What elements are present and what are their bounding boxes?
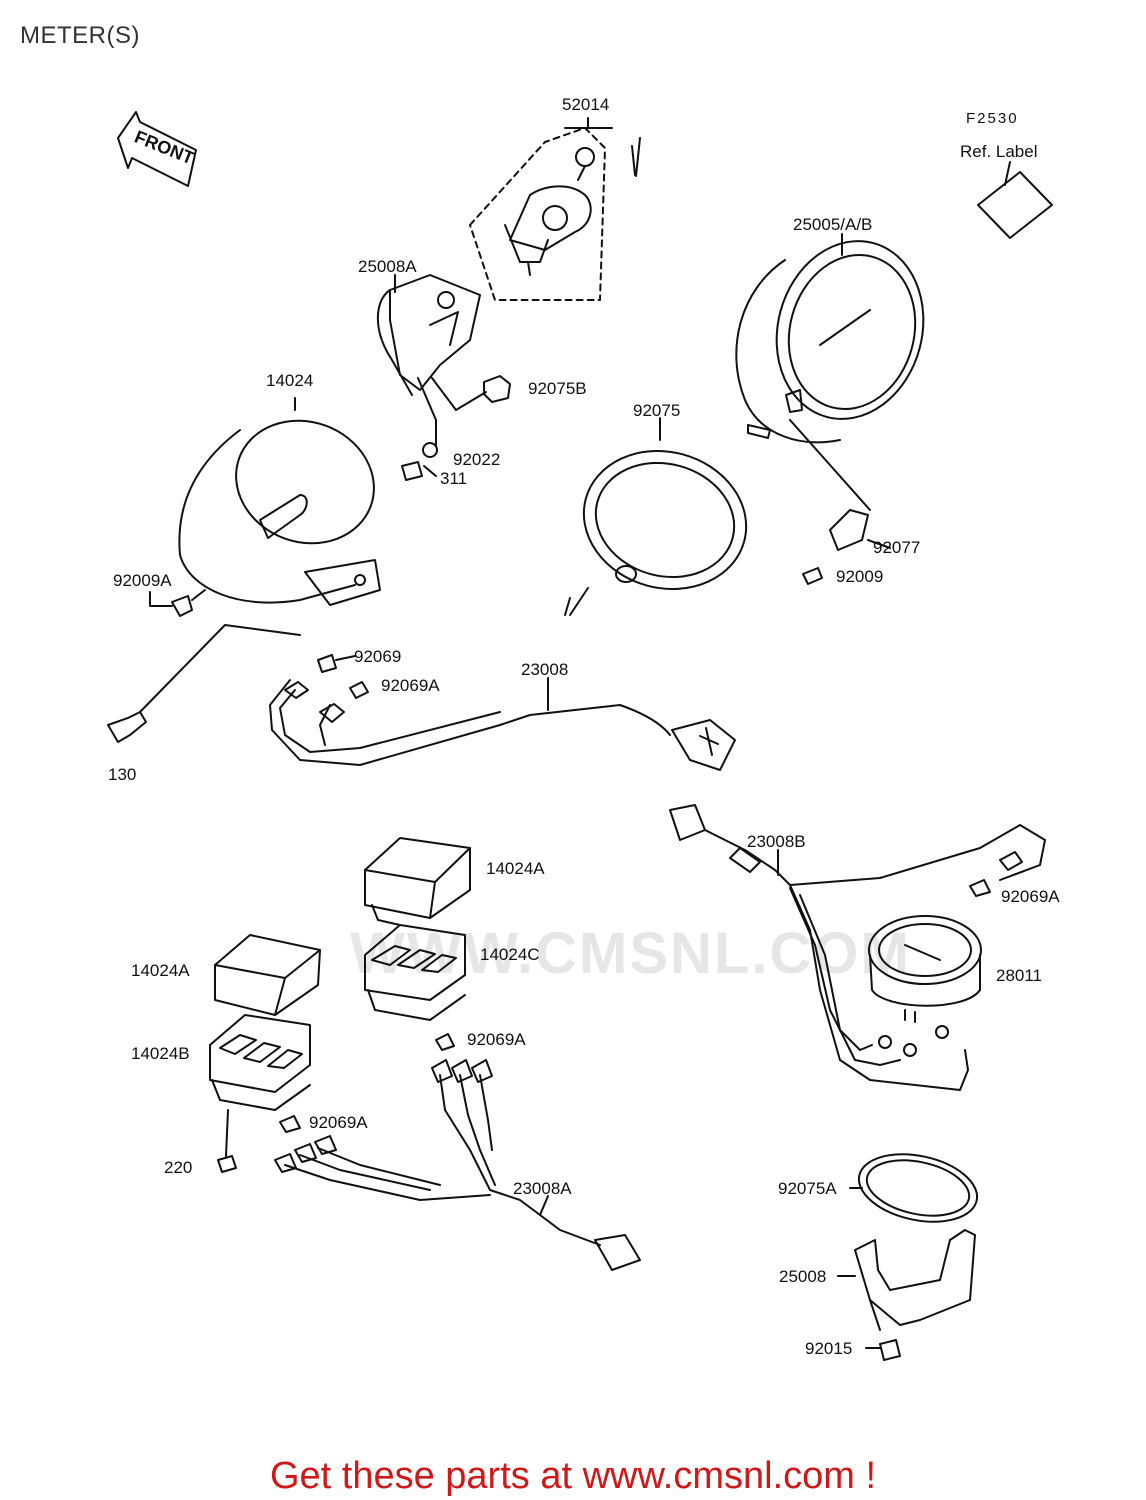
parts-diagram: FRONT [107,111,1053,1361]
bolt-130-icon [107,711,147,743]
bracket-25008-icon [854,1229,976,1331]
part-92069A-low[interactable]: 92069A [309,1113,368,1132]
meter-cover-14024-icon [178,419,381,606]
ref-label-text: Ref. Label [960,142,1038,161]
indicator-14024A-left-icon [214,934,321,1016]
indicator-14024C-icon [364,924,466,1021]
bulb-92069-icon [317,654,337,673]
part-311[interactable]: 311 [440,469,468,488]
harness-23008B-icon [669,804,1046,1091]
harness-23008A-icon [274,1059,641,1271]
bracket-25008A-icon [376,274,481,396]
indicator-14024B-icon [209,1014,311,1111]
indicator-14024A-right-icon [364,837,471,926]
part-92077[interactable]: 92077 [873,538,921,557]
ref-label-icon [977,171,1053,239]
part-14024B[interactable]: 14024B [131,1044,190,1063]
part-28011[interactable]: 28011 [996,966,1043,985]
screw-92009-icon [802,567,823,585]
part-92009[interactable]: 92009 [836,567,884,586]
part-25008A[interactable]: 25008A [358,257,417,276]
part-92022[interactable]: 92022 [453,450,501,469]
part-92075B[interactable]: 92075B [528,379,587,398]
leader-92022 [417,377,437,446]
part-14024[interactable]: 14024 [266,371,314,390]
part-130[interactable]: 130 [108,765,137,784]
part-220[interactable]: 220 [164,1158,193,1177]
part-23008[interactable]: 23008 [521,660,569,679]
terminal-icon [903,1043,917,1057]
page-title: METER(S) [20,22,140,49]
leader-52014 [564,117,613,129]
screw-220-icon [217,1155,237,1173]
part-92075[interactable]: 92075 [633,401,681,420]
front-arrow-icon: FRONT [117,111,197,187]
speed-sensor-icon [504,147,595,276]
part-92015[interactable]: 92015 [805,1339,853,1358]
footer-link[interactable]: Get these parts at www.cmsnl.com ! [269,1455,877,1497]
part-92069A-right[interactable]: 92069A [1001,887,1060,906]
leader-92077 [789,419,871,511]
part-52014[interactable]: 52014 [562,95,610,114]
part-23008B[interactable]: 23008B [747,832,806,851]
part-92069A-top[interactable]: 92069A [381,676,440,695]
speedometer-icon [735,240,925,444]
part-25005AB[interactable]: 25005/A/B [793,215,873,234]
tachometer-28011-icon [868,915,982,1023]
cable-end-92077-icon [829,509,869,551]
part-92009A[interactable]: 92009A [113,571,172,590]
terminal-icon [878,1035,892,1049]
nut-92015-icon [879,1339,901,1361]
part-92069A-mid[interactable]: 92069A [467,1030,526,1049]
bulb-92069A-right-icon [969,879,991,897]
nut-311-icon [401,461,423,481]
part-23008A[interactable]: 23008A [513,1179,572,1198]
bulb-92069A-mid-icon [435,1033,455,1051]
leader-130 [139,624,301,713]
leader-23008A [539,1195,549,1216]
washer-92022-icon [422,442,438,458]
screw-92009A-icon [171,595,193,617]
ref-code-label: F2530 [966,110,1019,127]
part-92075A[interactable]: 92075A [778,1179,837,1198]
sensor-frame [469,127,606,301]
part-14024C[interactable]: 14024C [480,945,540,964]
leader-ref-label [1004,161,1011,186]
grommet-92075B-icon [483,375,511,403]
terminal-icon [935,1025,949,1039]
part-25008[interactable]: 25008 [779,1267,827,1286]
harness-23008-icon [269,679,736,771]
bulb-92069A-top-icon [349,681,369,699]
part-14024A-right[interactable]: 14024A [486,859,545,878]
bulb-92069A-low-icon [279,1115,301,1133]
part-92069[interactable]: 92069 [354,647,402,666]
rubber-ring-92075A-icon [857,1153,979,1223]
rubber-ring-92075-icon [582,449,748,591]
leader-92009A [149,591,173,607]
part-14024A-left[interactable]: 14024A [131,961,190,980]
